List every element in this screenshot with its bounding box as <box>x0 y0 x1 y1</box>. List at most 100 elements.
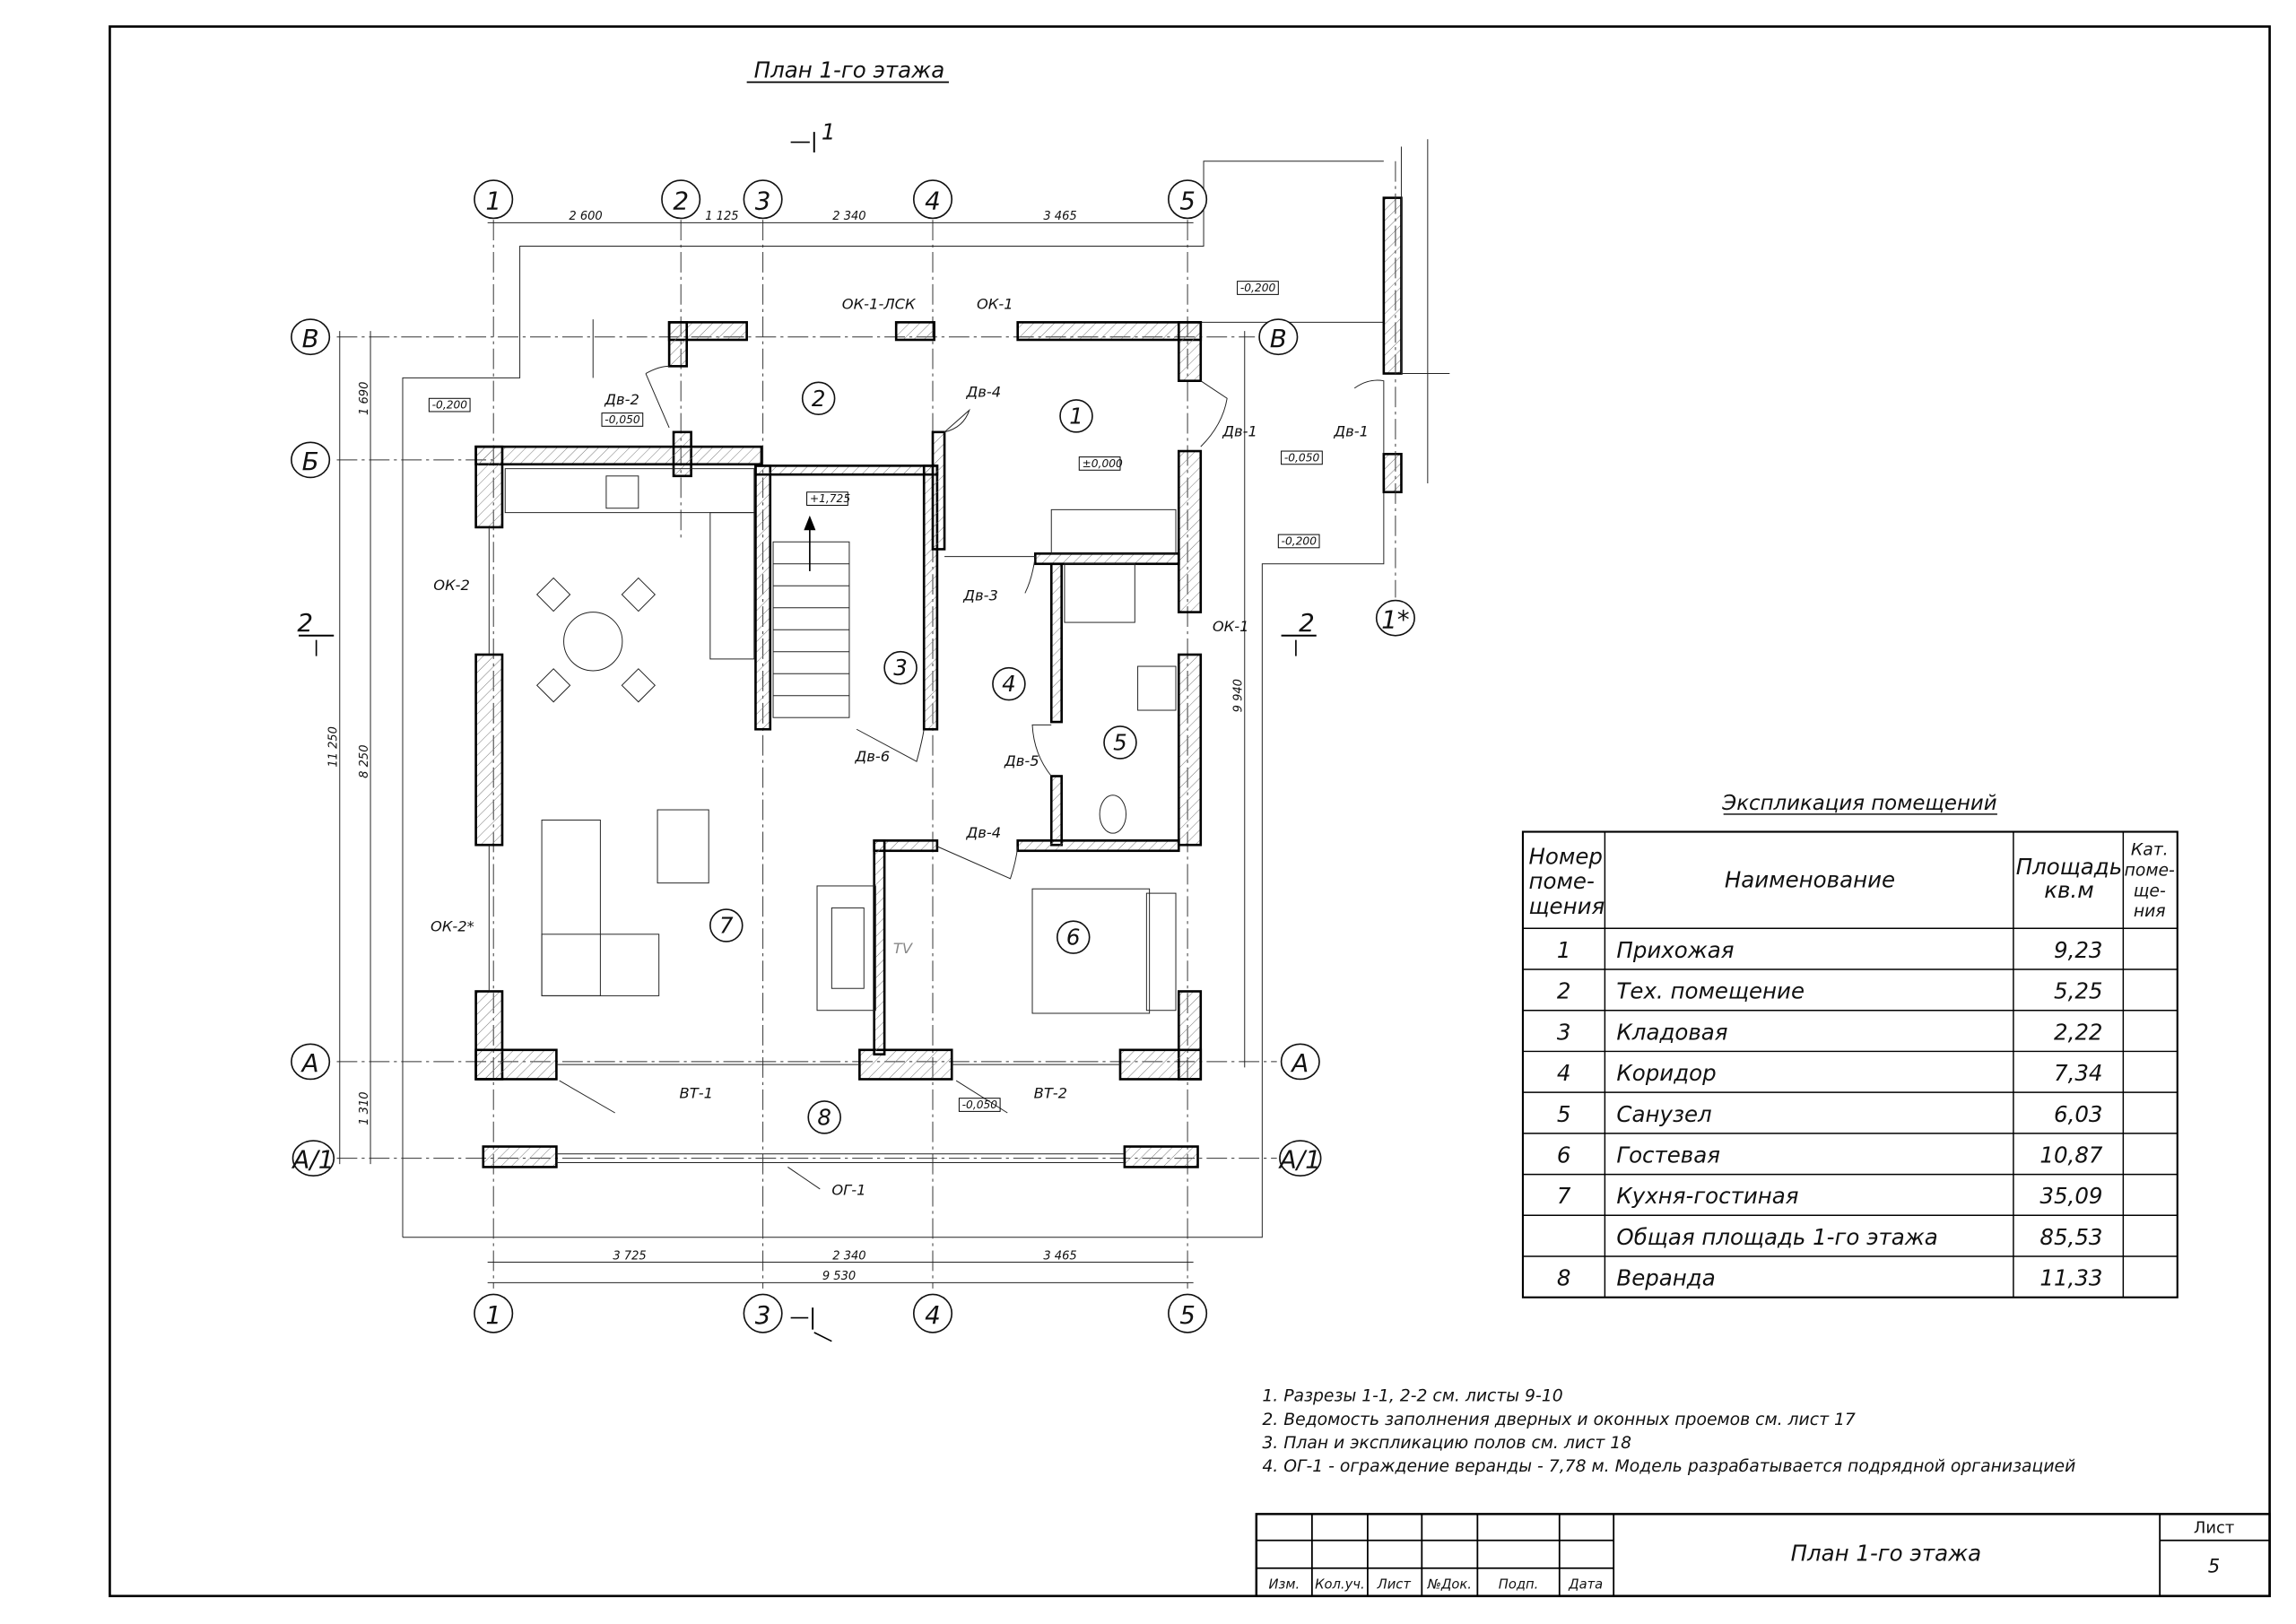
level-mark: -0,200 <box>1240 282 1276 294</box>
veranda <box>482 1080 1199 1190</box>
axis-label: 5 <box>1179 186 1196 215</box>
section-label: 2 <box>297 608 313 638</box>
level-mark: +1,725 <box>810 492 850 505</box>
level-marks: -0,200 -0,050 -0,200 -0,050 -0,200 ±0,00… <box>428 281 1323 1112</box>
row-name: Общая площадь 1-го этажа <box>1616 1224 1937 1250</box>
site-outline <box>402 161 1384 1238</box>
window-label: ОК-1-ЛСК <box>842 296 917 313</box>
row-area: 9,23 <box>2054 937 2102 963</box>
dimension-text: 3 465 <box>1043 210 1076 223</box>
row-number: 6 <box>1557 1142 1571 1168</box>
axis-label: Б <box>302 447 319 476</box>
dimension-text: 9 530 <box>822 1270 856 1283</box>
window-label: ОК-1 <box>977 296 1013 313</box>
window-label: ВТ-1 <box>680 1085 713 1102</box>
axis-label: 4 <box>925 1300 941 1330</box>
row-number: 4 <box>1557 1060 1571 1086</box>
header-category: поме- <box>2125 862 2175 881</box>
bathroom-fixtures <box>1050 508 1177 834</box>
kitchen-furniture <box>504 468 755 703</box>
dimension-text: 1 310 <box>358 1091 371 1125</box>
row-number: 7 <box>1557 1183 1571 1209</box>
room-number: 5 <box>1113 729 1127 755</box>
row-name: Веранда <box>1616 1265 1715 1291</box>
dimension-text: 8 250 <box>358 744 371 777</box>
section-mark-2-left: 2 <box>297 608 335 656</box>
axis-label: 1* <box>1381 604 1410 634</box>
level-mark: -0,200 <box>432 399 468 412</box>
room-number: 8 <box>817 1104 831 1130</box>
row-area: 5,25 <box>2054 978 2102 1004</box>
row-name: Кладовая <box>1616 1019 1727 1045</box>
row-name: Гостевая <box>1616 1142 1720 1168</box>
table-row: 8 Веранда 11,33 <box>1557 1265 2103 1291</box>
row-name: Тех. помещение <box>1616 978 1805 1004</box>
row-area: 11,33 <box>2039 1265 2102 1291</box>
level-mark: -0,050 <box>604 413 640 426</box>
header-category: ния <box>2134 902 2166 921</box>
row-area: 10,87 <box>2039 1142 2102 1168</box>
header-category: Кат. <box>2131 841 2169 860</box>
explication-table: Экспликация помещений Номер поме- щения … <box>1521 792 2179 1298</box>
header-number: Номер <box>1528 843 1602 869</box>
dimension-text: 3 725 <box>613 1249 646 1263</box>
room-numbers: 1 2 3 4 5 6 7 8 <box>709 381 1137 1134</box>
axis-bubbles-right: В А А/1 1* <box>1258 318 1415 1177</box>
header-category: ще- <box>2134 881 2166 900</box>
room-number: 1 <box>1069 403 1083 429</box>
row-area: 2,22 <box>2054 1019 2102 1045</box>
note: 2. Ведомость заполнения дверных и оконны… <box>1262 1411 1856 1429</box>
door-label: Дв-4 <box>966 824 1002 841</box>
row-name: Санузел <box>1616 1101 1711 1127</box>
row-number: 8 <box>1557 1265 1571 1291</box>
dimension-text: 1 690 <box>358 382 371 415</box>
title-block-col: Подп. <box>1499 1577 1538 1593</box>
title-block-col: Изм. <box>1269 1577 1300 1593</box>
section-mark-2-right: 2 <box>1281 608 1317 656</box>
dimension-text: 1 125 <box>705 210 738 223</box>
axis-bubbles-left: В Б А А/1 <box>291 318 335 1177</box>
room-number: 7 <box>719 913 734 939</box>
axis-label: А <box>1290 1048 1309 1078</box>
window-label: ОК-2 <box>433 577 470 594</box>
section-label: 1 <box>822 118 836 144</box>
railing-label: ОГ-1 <box>831 1181 865 1198</box>
title-block-col: №Док. <box>1427 1577 1472 1593</box>
sheet-frame <box>109 25 2271 1598</box>
door-label: Дв-6 <box>854 748 890 765</box>
title-block-col: Кол.уч. <box>1315 1577 1365 1593</box>
door-label: Дв-1 <box>1333 423 1369 440</box>
level-mark: -0,050 <box>962 1099 998 1111</box>
header-number: поме- <box>1528 868 1594 894</box>
exterior-walls <box>474 321 1203 1081</box>
title-block: Изм. Кол.уч. Лист №Док. Подп. Дата План … <box>1255 1513 2271 1598</box>
door-label: Дв-3 <box>962 587 998 604</box>
section-label: 2 <box>1299 608 1315 638</box>
table-title: Экспликация помещений <box>1721 792 1996 815</box>
axis-label: 5 <box>1179 1300 1196 1330</box>
door-swings <box>645 365 1385 880</box>
tv-label: TV <box>893 940 914 957</box>
dimension-text: 3 465 <box>1043 1249 1076 1263</box>
guest-bed <box>1031 888 1177 1014</box>
axis-label: 3 <box>755 186 771 215</box>
sheet-label: Лист <box>2194 1519 2234 1538</box>
axis-label: А/1 <box>291 1145 334 1175</box>
row-area: 35,09 <box>2039 1183 2102 1209</box>
door-label: Дв-4 <box>966 384 1002 401</box>
section-mark-1-bottom <box>790 1307 832 1342</box>
axis-label: В <box>1270 324 1287 353</box>
door-label: Дв-1 <box>1222 423 1257 440</box>
sheet-number: 5 <box>2208 1556 2221 1578</box>
dimension-text: 2 600 <box>569 210 602 223</box>
site-outline-right <box>402 491 1385 1238</box>
header-number: щения <box>1528 893 1605 919</box>
row-area: 6,03 <box>2054 1101 2102 1127</box>
axis-label: 1 <box>485 186 501 215</box>
living-furniture <box>541 809 876 1012</box>
